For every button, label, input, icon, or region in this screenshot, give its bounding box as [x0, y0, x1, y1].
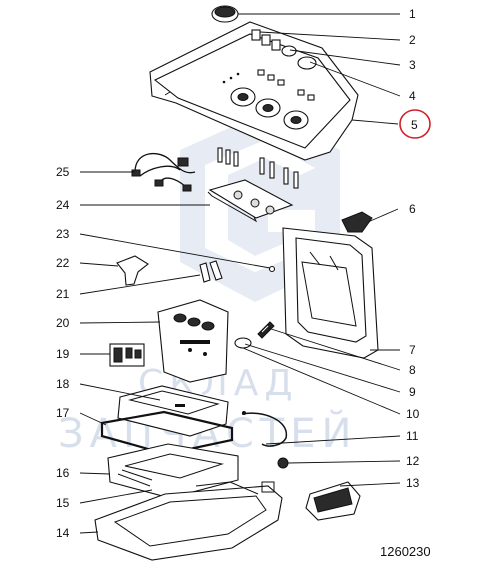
- indicator-cap-part: [297, 56, 317, 70]
- diagram-reference-code: 1260230: [380, 544, 431, 559]
- callout-12: 12: [406, 454, 420, 468]
- callout-23: 23: [56, 227, 70, 241]
- callout-20: 20: [56, 316, 70, 330]
- door-hinge-part: [341, 211, 373, 233]
- callout-18: 18: [56, 377, 70, 391]
- callout-labels: 1 2 3 4 5 6 7 8 9 10 11 12 13 14 15 16 1…: [56, 7, 420, 540]
- filter-part: [305, 481, 361, 521]
- callout-17: 17: [56, 406, 70, 420]
- callout-14: 14: [56, 526, 70, 540]
- spring-part: [257, 321, 275, 339]
- callout-7: 7: [409, 343, 416, 357]
- drawer-front-part: [157, 299, 229, 383]
- door-frame-part: [282, 227, 379, 359]
- callout-11: 11: [406, 429, 419, 443]
- callout-10: 10: [406, 407, 420, 421]
- callout-25: 25: [56, 165, 70, 179]
- callout-4: 4: [409, 89, 416, 103]
- callout-21: 21: [56, 287, 70, 301]
- panel-connectors-part: [217, 147, 299, 189]
- callout-15: 15: [56, 496, 70, 510]
- callout-3: 3: [409, 58, 416, 72]
- callout-16: 16: [56, 466, 70, 480]
- seal-gasket-part: [100, 410, 234, 456]
- callout-leaders: [238, 13, 401, 487]
- callout-leaders-left: [79, 171, 271, 534]
- callout-1: 1: [409, 7, 416, 21]
- callout-13: 13: [406, 476, 420, 490]
- cap-part: [277, 457, 289, 469]
- wiring-harness-part: [131, 152, 196, 192]
- callout-6: 6: [409, 202, 416, 216]
- clip-part: [234, 337, 252, 349]
- callout-22: 22: [56, 256, 70, 270]
- callout-19: 19: [56, 347, 70, 361]
- callout-2: 2: [409, 33, 416, 47]
- tube-part: [241, 411, 287, 447]
- callout-8: 8: [409, 363, 416, 377]
- callout-9: 9: [409, 385, 416, 399]
- led-part: [268, 265, 276, 273]
- dispenser-drawer-part: [117, 385, 229, 437]
- callout-24: 24: [56, 198, 70, 212]
- selector-knob-part: [211, 5, 239, 23]
- lever-part: [116, 255, 149, 286]
- highlight-circle: [399, 109, 431, 139]
- callout-5: 5: [411, 118, 418, 132]
- switch-module-part: [109, 343, 145, 367]
- electronic-board-part: [207, 179, 294, 223]
- pins-part: [199, 260, 223, 283]
- base-tray-part: [94, 481, 283, 561]
- button-cap-part: [281, 45, 297, 57]
